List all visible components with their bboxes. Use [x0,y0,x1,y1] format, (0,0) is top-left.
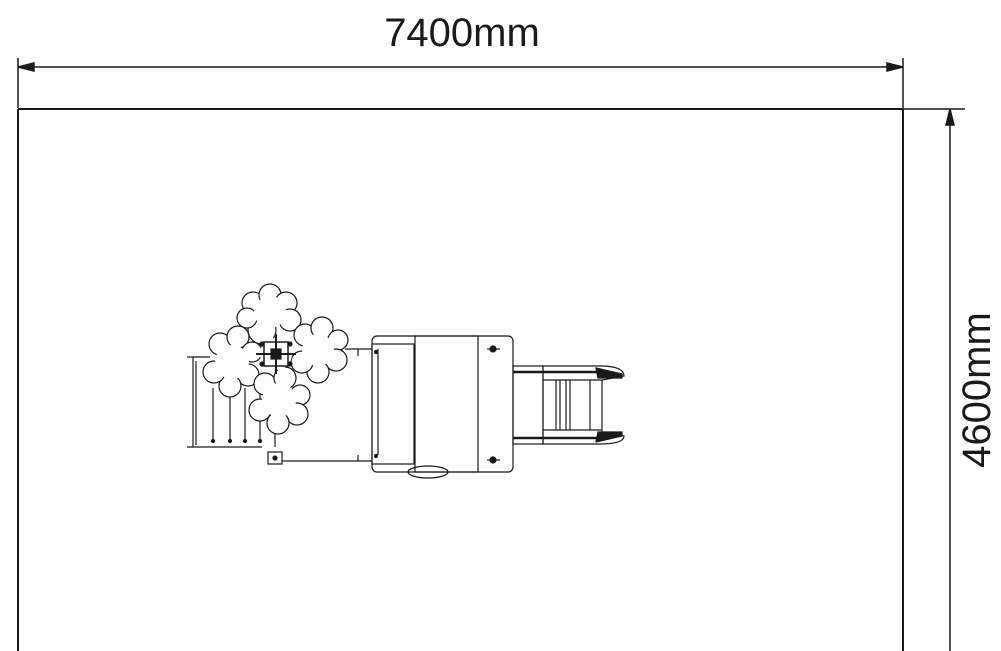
flower-canopy [202,283,349,435]
canopy-petal-right [290,316,349,384]
slide [512,365,625,445]
width-arrow-right [886,62,904,72]
canopy-center-hub [256,334,296,374]
height-label: 4600mm [955,312,999,468]
width-arrow-left [17,62,35,72]
play-deck [371,335,514,479]
canopy-petal-left [202,325,263,398]
canopy-petal-bottom [248,366,311,435]
height-arrow-top [945,108,955,126]
connecting-rails [282,348,372,462]
width-label: 7400mm [384,11,540,55]
width-dimension [17,58,904,108]
height-dimension [903,108,965,651]
canopy-petal-top [236,283,302,345]
boundary-outline [17,108,904,651]
play-equipment [187,283,625,479]
